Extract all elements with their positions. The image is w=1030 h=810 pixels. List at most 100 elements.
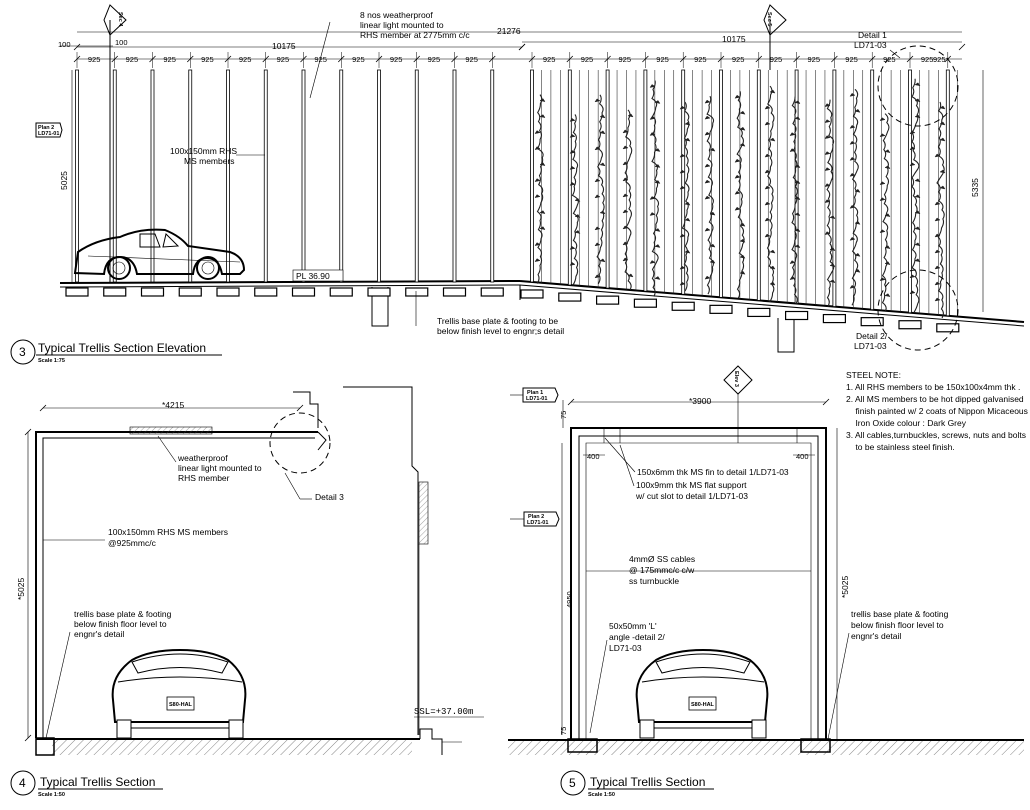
vine-leaf — [914, 226, 921, 231]
vine-leaf — [679, 281, 686, 286]
car-rear-view-sec4: S80-HAL — [111, 648, 247, 739]
svg-text:@ 175mmc/c c/w: @ 175mmc/c c/w — [629, 565, 695, 575]
svg-text:LD71-01: LD71-01 — [38, 131, 59, 137]
dim-925: 925 — [201, 55, 214, 64]
vine-leaf — [934, 201, 941, 206]
car-side-view — [73, 228, 246, 280]
vine — [791, 96, 798, 304]
sec4-footing-note: trellis base plate & footing below finis… — [45, 609, 172, 739]
vine-leaf — [594, 98, 601, 103]
vine-leaf — [739, 238, 746, 243]
vine-leaf — [649, 84, 656, 88]
vine-leaf — [939, 185, 946, 190]
svg-text:RHS member at 2775mm c/c: RHS member at 2775mm c/c — [360, 30, 470, 40]
footing-block — [216, 287, 240, 297]
vine-leaf — [599, 258, 606, 263]
rhs-post — [75, 69, 79, 283]
vine-leaf — [849, 236, 856, 241]
dim-925: 925 — [933, 55, 946, 64]
footing-block — [178, 287, 202, 297]
dim-925: 925 — [619, 55, 632, 64]
footing-block — [367, 287, 391, 297]
vine — [706, 95, 715, 295]
svg-text:Trellis base plate & footing t: Trellis base plate & footing to be — [437, 316, 558, 326]
vine-leaf — [684, 217, 691, 222]
vine-leaf — [849, 92, 856, 97]
vine-leaf — [574, 230, 581, 234]
vine-leaf — [914, 194, 921, 199]
vine-leaf — [594, 178, 601, 183]
vine-leaf — [879, 133, 886, 138]
svg-text:Sec 4: Sec 4 — [117, 12, 123, 27]
vine — [681, 101, 690, 292]
vine-leaf — [794, 212, 801, 216]
dim-925: 925 — [428, 55, 441, 64]
vine-leaf — [622, 241, 629, 246]
svg-text:ss turnbuckle: ss turnbuckle — [629, 576, 679, 586]
rhs-post — [945, 69, 950, 317]
rhs-post — [188, 69, 193, 283]
vine-leaf — [704, 227, 711, 232]
dim-925: 925 — [390, 55, 403, 64]
dim-10175-left: 10175 — [272, 41, 296, 51]
svg-text:below finish floor level to: below finish floor level to — [74, 619, 167, 629]
vine-leaf — [569, 118, 576, 122]
vine-leaf — [704, 163, 711, 168]
rhs-post — [908, 69, 912, 314]
rhs-posts-right — [530, 69, 958, 317]
vine-leaf — [679, 169, 686, 174]
svg-text:Detail 1: Detail 1 — [858, 30, 887, 40]
vine-leaf — [649, 132, 656, 136]
section-4-title: 4 Typical Trellis Section Scale 1:50 — [10, 770, 163, 798]
footing-block — [329, 287, 353, 297]
sec5-angle-note: 50x50mm 'L' angle -detail 2/ LD71-03 — [589, 621, 665, 734]
vine-leaf — [884, 245, 891, 250]
footing-block — [671, 301, 695, 311]
svg-text:5: 5 — [569, 776, 576, 790]
footing-blocks — [65, 287, 960, 333]
rhs-post — [567, 69, 572, 286]
footing-note: Trellis base plate & footing to be below… — [415, 291, 564, 336]
vine-leaf — [829, 247, 836, 251]
vine-leaf — [764, 105, 771, 110]
vine-leaf — [909, 290, 916, 295]
svg-text:S80-HAL: S80-HAL — [691, 702, 715, 708]
vine-leaf — [769, 265, 776, 270]
rhs-post — [414, 69, 419, 283]
vine-leaf — [764, 217, 771, 222]
vine-leaf — [594, 194, 601, 199]
vine-leaf — [594, 242, 601, 247]
vine-leaf — [709, 147, 716, 152]
vine-leaf — [599, 130, 606, 135]
vine-leaf — [622, 145, 629, 150]
svg-text:LD71-01: LD71-01 — [527, 520, 548, 526]
vine-leaf — [734, 190, 741, 195]
vine-leaf — [622, 209, 629, 214]
level-label: PL 36.90 — [292, 269, 344, 282]
vine — [881, 113, 890, 312]
vine-leaf — [824, 199, 831, 203]
vine-leaf — [534, 130, 541, 134]
vine-leaf — [622, 225, 629, 230]
vine-leaf — [879, 117, 886, 122]
rhs-post — [226, 69, 230, 283]
vine-leaf — [909, 146, 916, 151]
vine-leaf — [654, 244, 661, 248]
vine-leaf — [684, 121, 691, 126]
dim-925: 925 — [239, 55, 252, 64]
vine-leaf — [739, 270, 746, 275]
svg-text:Scale 1:50: Scale 1:50 — [588, 792, 615, 798]
vine-leaf — [769, 281, 776, 286]
vine-leaf — [534, 178, 541, 182]
elevation-title-text: Typical Trellis Section Elevation — [38, 341, 206, 355]
rhs-post — [832, 69, 837, 307]
vine-leaf — [739, 142, 746, 147]
vine-leaf — [654, 148, 661, 152]
vine-leaf — [794, 180, 801, 184]
vine-leaf — [704, 131, 711, 136]
vine-leaf — [849, 284, 856, 289]
plan1-marker: Plan 1 LD71-01 — [510, 387, 559, 403]
svg-text:angle -detail 2/: angle -detail 2/ — [609, 632, 665, 642]
vine-leaf — [789, 148, 796, 152]
dim-400-right: 400 — [796, 452, 809, 461]
